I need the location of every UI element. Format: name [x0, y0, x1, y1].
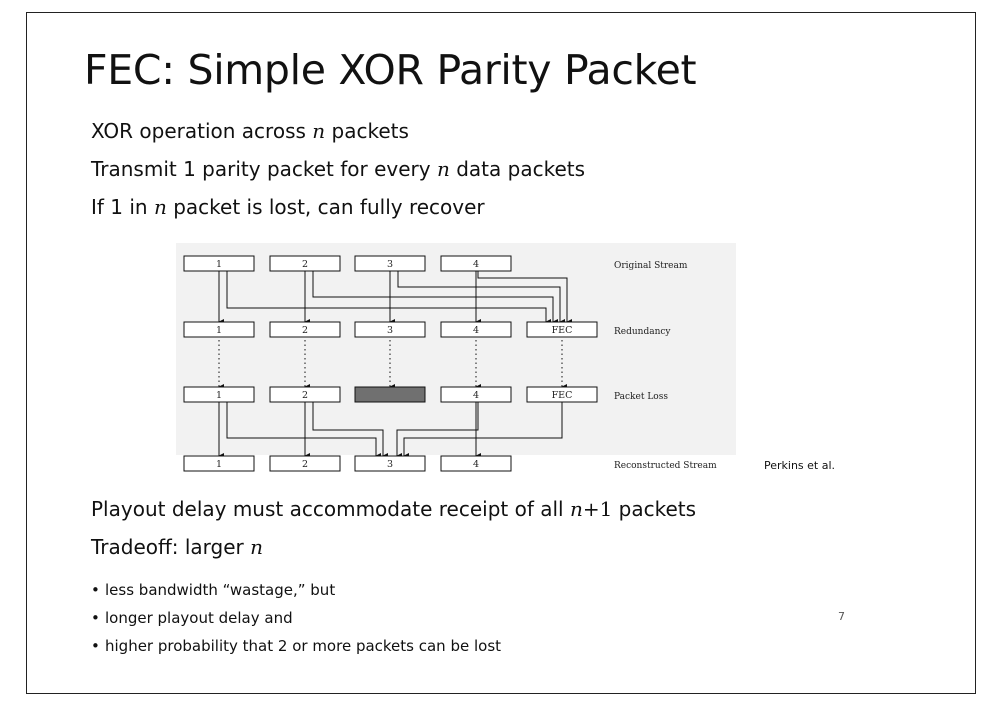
packet-label-r1-3: 4	[473, 325, 479, 336]
packet-label-r3-2: 3	[387, 459, 393, 470]
connector	[403, 402, 563, 459]
slide-title: FEC: Simple XOR Parity Packet	[84, 46, 697, 94]
packet-label-r2-3: 4	[473, 390, 479, 401]
packet-label-r2-1: 2	[302, 390, 308, 401]
packet-box-r2-4	[526, 386, 598, 403]
connector	[396, 402, 479, 459]
packet-box-r3-1	[269, 455, 341, 472]
packet-box-r1-1	[269, 321, 341, 338]
packet-box-r1-3	[440, 321, 512, 338]
packet-box-r0-3	[440, 255, 512, 272]
packet-label-r0-3: 4	[473, 259, 479, 270]
packet-box-r2-3	[440, 386, 512, 403]
packet-label-r1-2: 3	[387, 325, 393, 336]
packet-box-r0-2	[354, 255, 426, 272]
bullet-3: If 1 in n packet is lost, can fully reco…	[91, 195, 485, 219]
diagram-background	[176, 243, 736, 455]
packet-label-r3-0: 1	[216, 459, 222, 470]
bullet-1: XOR operation across n packets	[91, 119, 409, 143]
slide-frame	[26, 12, 976, 694]
row-label-packet-loss: Packet Loss	[614, 392, 668, 402]
packet-box-r3-3	[440, 455, 512, 472]
packet-label-r3-3: 4	[473, 459, 479, 470]
connector	[312, 271, 558, 325]
packet-label-r3-1: 2	[302, 459, 308, 470]
connector	[312, 402, 388, 459]
tradeoff-line: Tradeoff: larger n	[91, 535, 264, 559]
packet-box-r1-0	[183, 321, 255, 338]
packet-label-r0-0: 1	[216, 259, 222, 270]
row-label-original: Original Stream	[614, 261, 688, 271]
packet-box-r2-0	[183, 386, 255, 403]
connector	[477, 271, 572, 325]
packet-box-r1-4	[526, 321, 598, 338]
row-label-reconstructed: Reconstructed Stream	[614, 461, 717, 471]
sub-bullet-1: •less bandwidth “wastage,” but	[91, 581, 336, 599]
connector	[226, 402, 381, 459]
packet-label-r1-1: 2	[302, 325, 308, 336]
packet-box-r1-2	[354, 321, 426, 338]
diagram-credit: Perkins et al.	[764, 459, 836, 472]
connector	[397, 271, 565, 325]
sub-bullet-2: •longer playout delay and	[91, 609, 293, 627]
packet-box-r0-0	[183, 255, 255, 272]
packet-label-r1-4: FEC	[552, 325, 573, 336]
packet-label-r0-1: 2	[302, 259, 308, 270]
sub-bullet-3: •higher probability that 2 or more packe…	[91, 637, 502, 655]
bullet-2: Transmit 1 parity packet for every n dat…	[91, 157, 586, 181]
packet-box-r2-1	[269, 386, 341, 403]
lost-packet-box	[354, 386, 426, 403]
packet-label-r2-4: FEC	[552, 390, 573, 401]
packet-label-r0-2: 3	[387, 259, 393, 270]
packet-label-r1-0: 1	[216, 325, 222, 336]
packet-box-r0-1	[269, 255, 341, 272]
packet-label-r2-0: 1	[216, 390, 222, 401]
packet-box-r3-0	[183, 455, 255, 472]
row-label-redundancy: Redundancy	[614, 327, 671, 337]
packet-box-r3-2	[354, 455, 426, 472]
connector	[226, 271, 551, 325]
playout-line: Playout delay must accommodate receipt o…	[91, 497, 697, 521]
page-number: 7	[838, 610, 845, 623]
